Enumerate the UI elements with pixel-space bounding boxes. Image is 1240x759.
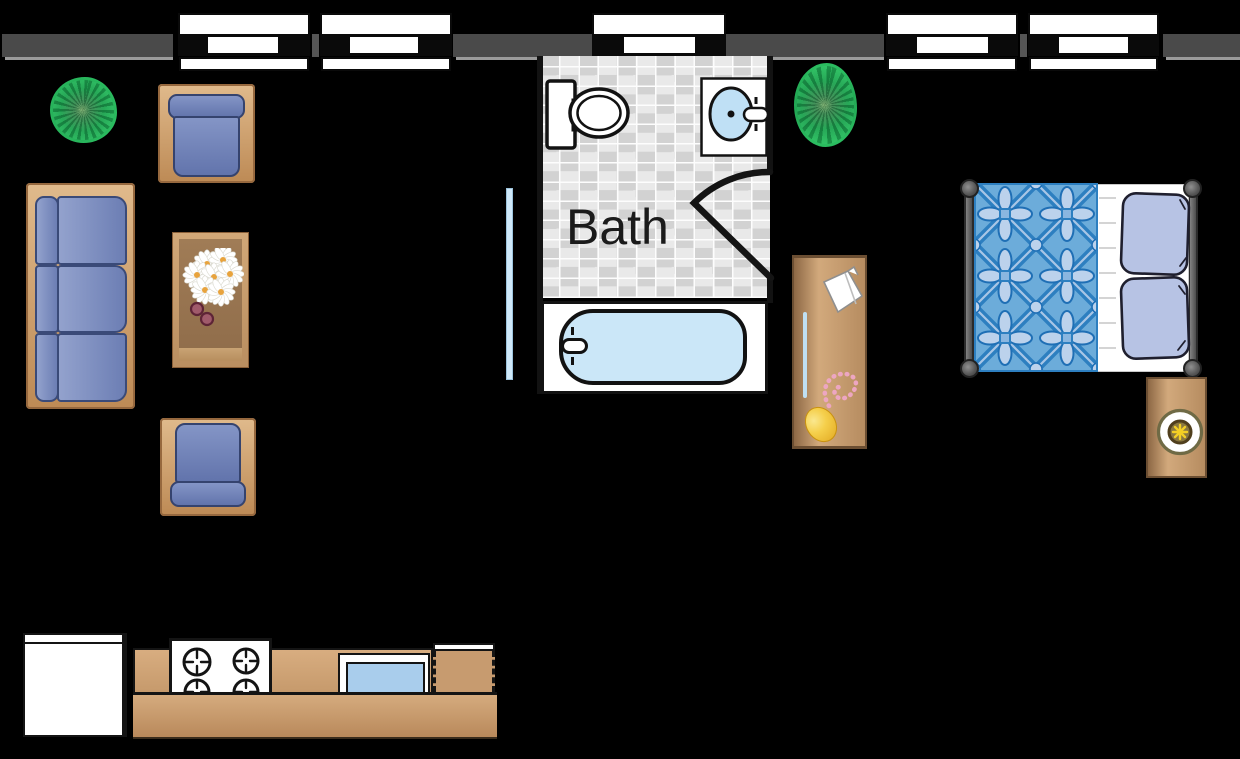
wall-segment <box>453 34 592 60</box>
bed-post <box>960 359 979 378</box>
refrigerator-handle <box>25 635 122 644</box>
sofa-back-cushion <box>35 333 59 402</box>
armchair-seat-cushion <box>175 423 241 483</box>
wall-segment <box>2 34 173 60</box>
potted-plant-icon <box>50 77 117 143</box>
window-sill <box>887 57 1017 71</box>
wall-post <box>1020 34 1027 57</box>
toilet-icon <box>545 79 630 150</box>
bed-quilt <box>974 183 1098 372</box>
window-sash <box>624 37 695 53</box>
bath-wall-right <box>767 276 773 303</box>
room-label-bath: Bath <box>566 199 669 255</box>
window-bath <box>592 13 726 71</box>
bed-post <box>1183 359 1202 378</box>
bath-wall-left <box>537 56 543 394</box>
faucet-tick <box>571 327 574 335</box>
window-frame <box>178 34 310 56</box>
window-sill <box>320 13 452 36</box>
window-sill <box>886 13 1018 36</box>
window <box>886 13 1018 71</box>
armchair <box>160 418 256 516</box>
sofa-seat-cushion <box>57 333 127 402</box>
armchair <box>158 84 255 183</box>
armchair-back-cushion <box>170 481 246 507</box>
dishwasher <box>433 651 495 692</box>
pillow-icon <box>1119 276 1191 360</box>
bath-wall-right <box>767 56 773 172</box>
lamp-icon <box>1156 408 1204 456</box>
window-sash <box>208 37 278 53</box>
wall-segment <box>726 34 884 60</box>
window-sill <box>1028 13 1159 36</box>
bed-post <box>1183 179 1202 198</box>
stove <box>169 638 272 692</box>
kitchen-sink-basin <box>346 662 425 694</box>
window-sill <box>321 57 451 71</box>
necklace-icon <box>822 371 859 409</box>
sofa-seat-cushion <box>57 265 127 333</box>
dishwasher-edge <box>433 643 495 651</box>
bed-post <box>960 179 979 198</box>
sheet-fringe <box>1099 188 1116 368</box>
door-swing-icon <box>689 168 775 282</box>
armchair-seat-cushion <box>173 116 240 177</box>
faucet-tick <box>571 357 574 365</box>
bed-rail <box>964 189 974 369</box>
window-sill <box>1029 57 1158 71</box>
window-frame <box>886 34 1018 56</box>
window <box>320 13 452 71</box>
window-sill <box>178 13 310 36</box>
berry-icon <box>199 311 215 327</box>
window <box>178 13 310 71</box>
sofa <box>26 183 135 409</box>
refrigerator <box>23 633 127 737</box>
burners-icon <box>182 647 260 692</box>
window-sash <box>350 37 418 53</box>
bathroom-sink-icon <box>700 77 768 157</box>
mirror-icon <box>506 188 513 380</box>
berry-icon <box>189 301 205 317</box>
kitchen-counter <box>133 692 497 739</box>
wall-post <box>312 34 319 57</box>
wall-segment <box>1163 34 1240 60</box>
sofa-back-cushion <box>35 265 59 333</box>
window-sill <box>592 13 726 36</box>
sofa-back-cushion <box>35 196 59 265</box>
window-sash <box>917 37 988 53</box>
pillow-icon <box>1119 192 1191 276</box>
bed-pillows <box>1119 192 1191 360</box>
window-frame <box>1028 34 1159 56</box>
window-sill <box>179 57 309 71</box>
bathtub-faucet-icon <box>561 338 588 354</box>
daisy-flowers-icon <box>182 248 244 327</box>
window-sash <box>1059 37 1128 53</box>
sofa-seat-cushion <box>57 196 127 265</box>
pen-icon <box>803 312 807 398</box>
kitchen-sink <box>338 653 430 694</box>
coffee-table-edge <box>179 348 242 361</box>
window <box>1028 13 1159 71</box>
window-frame <box>320 34 452 56</box>
folded-paper-icon <box>822 266 864 314</box>
window-frame <box>592 34 726 56</box>
potted-plant-icon <box>794 63 857 147</box>
